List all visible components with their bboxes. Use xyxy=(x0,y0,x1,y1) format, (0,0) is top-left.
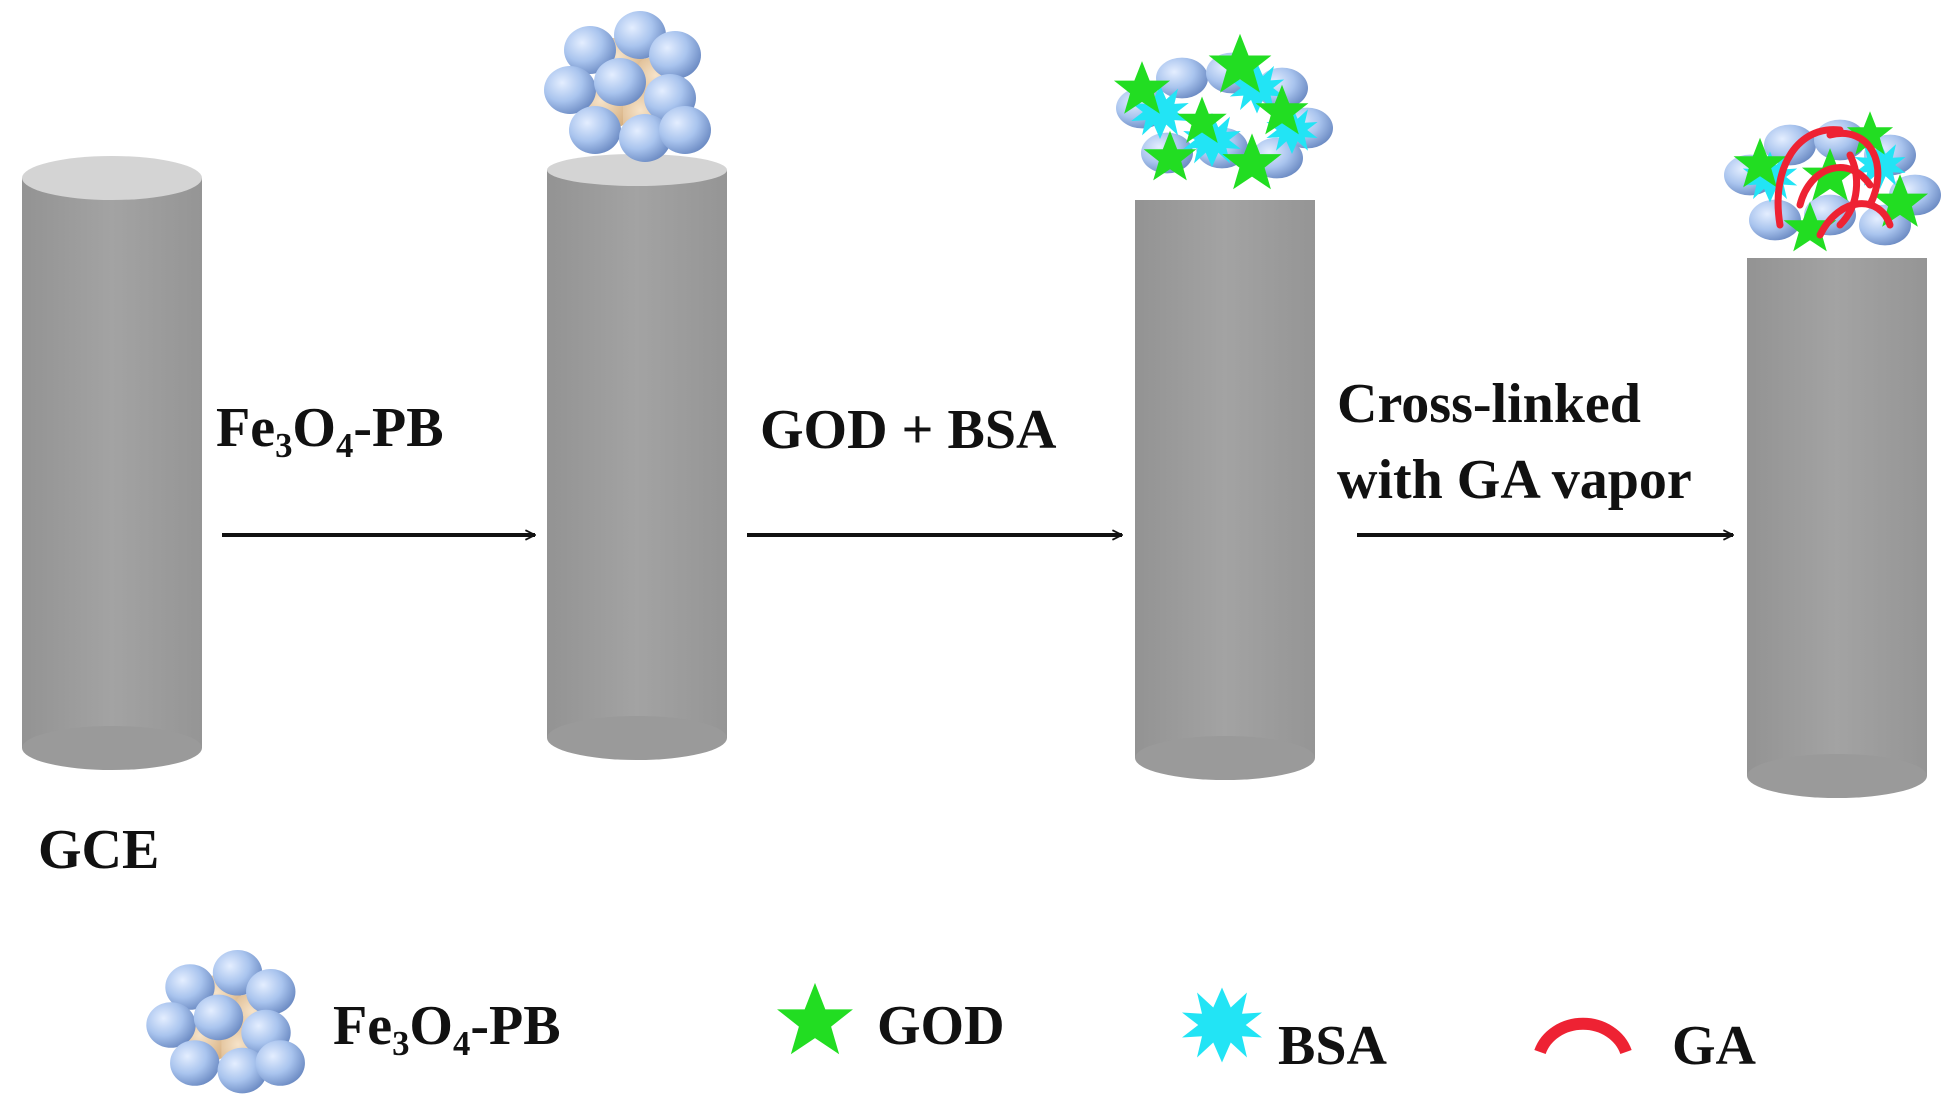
legend-formula-sub-3: 3 xyxy=(392,1024,410,1064)
legend-label-ga: GA xyxy=(1672,1015,1756,1077)
formula-pb: -PB xyxy=(353,397,444,459)
electrode-ga-crosslinked xyxy=(1724,111,1941,798)
legend-god-icon xyxy=(777,982,853,1055)
legend-formula-o: O xyxy=(409,995,453,1057)
legend-bsa-icon xyxy=(1182,987,1262,1063)
legend-formula-fe: Fe xyxy=(333,995,393,1057)
legend-ga-icon xyxy=(1534,1017,1632,1055)
formula-sub-3: 3 xyxy=(275,426,293,466)
step-label-god-bsa: GOD + BSA xyxy=(760,399,1057,461)
legend-fe3o4pb-icon xyxy=(146,950,305,1093)
step-label-fe3o4pb: Fe3O4-PB xyxy=(216,397,444,463)
formula-sub-4: 4 xyxy=(335,426,354,466)
legend-formula-pb: -PB xyxy=(470,995,561,1057)
legend-label-bsa: BSA xyxy=(1278,1015,1387,1077)
god-bsa-layer xyxy=(1113,33,1333,190)
fe3o4pb-cluster xyxy=(544,11,711,162)
step-label-crosslinked-line1: Cross-linked xyxy=(1337,373,1641,435)
legend-label-god: GOD xyxy=(877,995,1005,1057)
legend-label-fe3o4pb: Fe3O4-PB xyxy=(333,995,561,1061)
electrode-god-bsa xyxy=(1113,33,1333,780)
step-label-crosslinked-line2: with GA vapor xyxy=(1337,449,1692,511)
formula-fe: Fe xyxy=(216,397,276,459)
ga-crosslinked-layer xyxy=(1724,111,1941,252)
electrode-fe3o4pb xyxy=(544,11,727,760)
electrode-label-gce: GCE xyxy=(38,819,160,881)
formula-o: O xyxy=(292,397,336,459)
electrode-gce xyxy=(22,156,202,770)
legend-formula-sub-4: 4 xyxy=(452,1024,471,1064)
